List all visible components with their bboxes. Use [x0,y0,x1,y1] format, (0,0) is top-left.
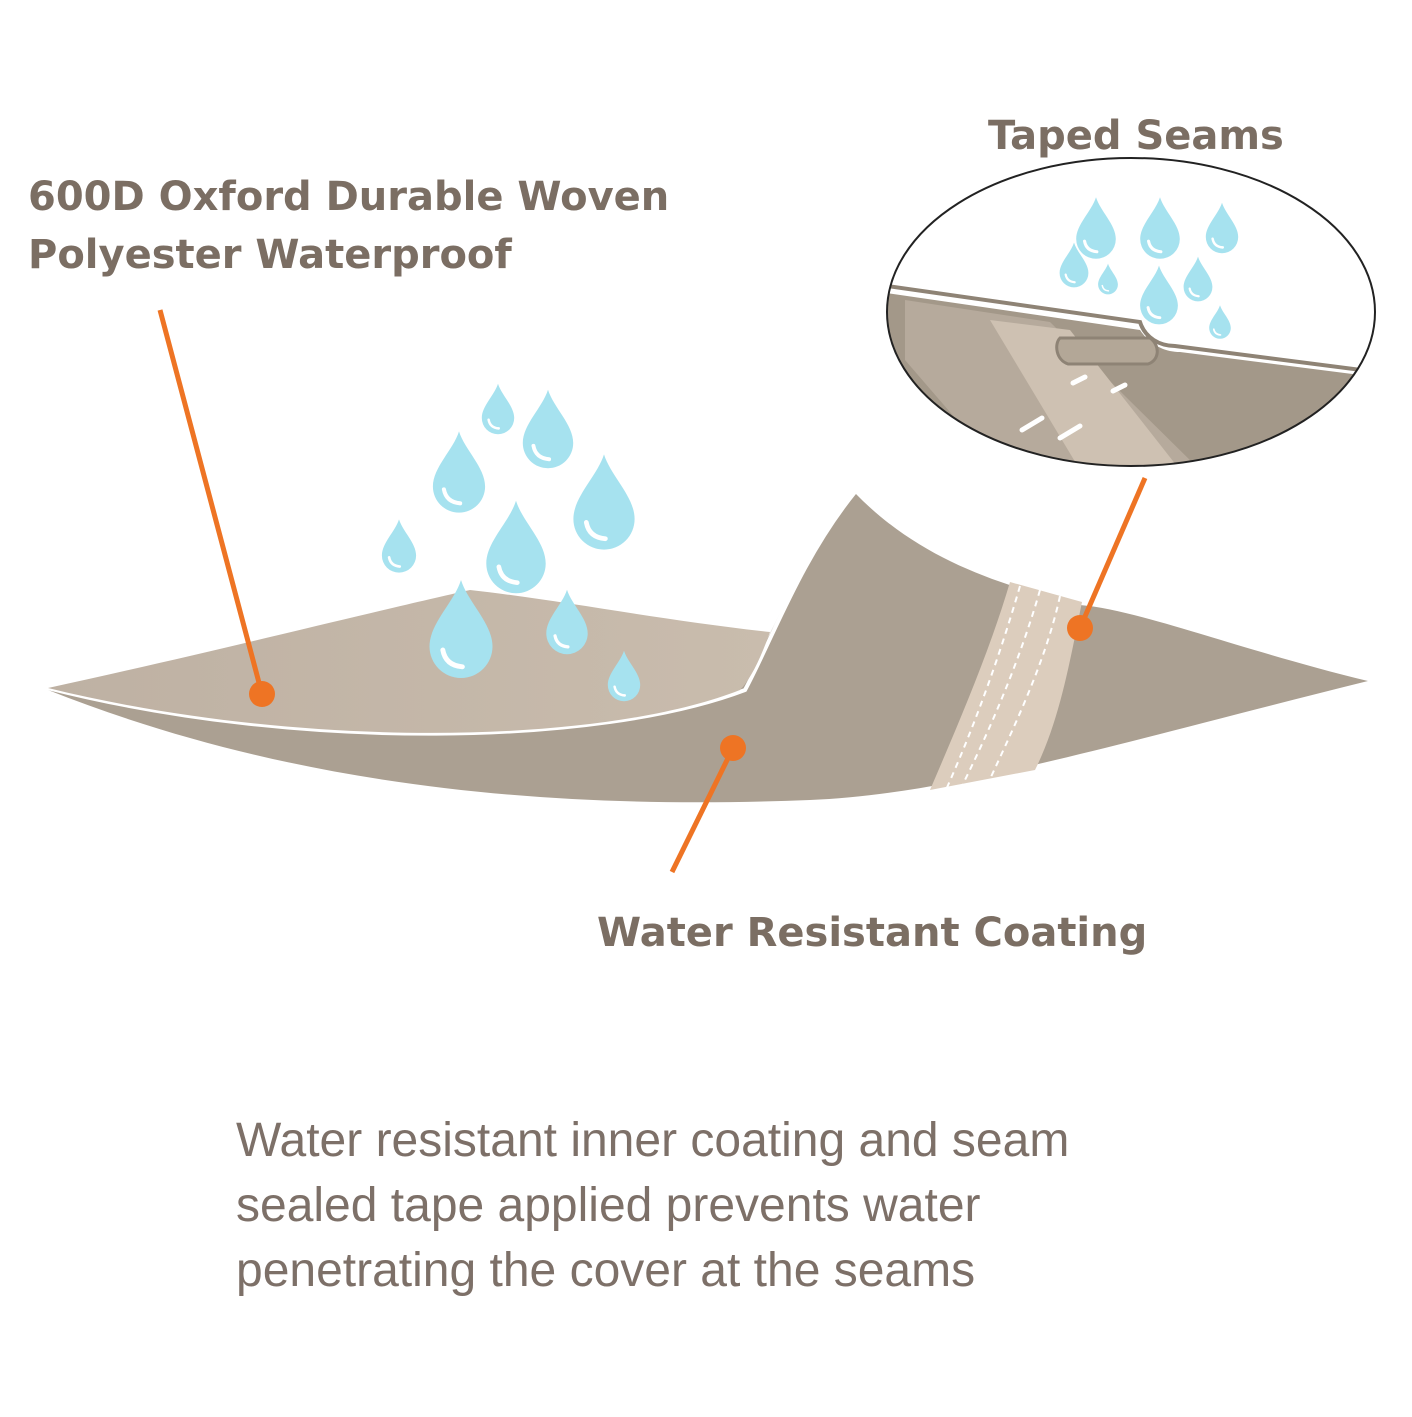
upper-fabric-layer [48,590,770,733]
caption-line: sealed tape applied prevents water [236,1179,981,1232]
water-drop-icon [523,390,573,468]
pointer-coating [669,735,746,874]
fabric-label: 600D Oxford Durable Woven Polyester Wate… [28,168,669,284]
pointer-seams [1067,477,1148,641]
seam-stitch-line [959,589,1041,791]
fabric-label-line: Polyester Waterproof [28,232,512,278]
coating-edge [47,490,857,736]
taped-seams-label: Taped Seams [988,113,1284,159]
fabric-label-line: 600D Oxford Durable Woven [28,174,670,220]
seam-stitch-line [984,595,1061,791]
fabric-sheet [47,490,1368,803]
seam-stitch-line [944,585,1021,793]
water-drop-icon [380,518,418,574]
description-caption: Water resistant inner coating and seam s… [236,1108,1069,1303]
water-drop-icon [480,382,516,436]
caption-line: penetrating the cover at the seams [236,1244,976,1297]
seam-fold [1055,336,1159,366]
coating-label: Water Resistant Coating [597,910,1148,956]
pointer-fabric [157,309,275,707]
water-drop-icon [573,454,634,549]
water-drop-icon [544,588,590,656]
caption-line: Water resistant inner coating and seam [236,1114,1070,1167]
seam-magnifier [886,157,1376,467]
water-drop-icon [433,431,485,512]
water-drop-icon [486,501,545,593]
